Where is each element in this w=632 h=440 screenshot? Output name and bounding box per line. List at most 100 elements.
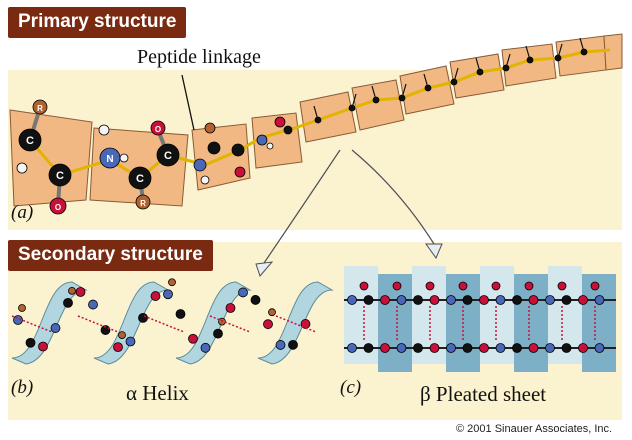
carbon-atom-4 (156, 143, 180, 167)
helix-atom-13 (163, 289, 173, 300)
carbon-atom-5 (207, 141, 221, 155)
nitrogen-atom-3 (256, 134, 268, 146)
sheet-atom-1-5 (413, 295, 423, 305)
sheet-carbonyl-oxygen-6 (524, 281, 534, 291)
nitrogen-atom-2 (193, 158, 207, 172)
r-group-atom-3 (204, 122, 216, 134)
peptide-plane-1 (9, 109, 93, 207)
carbon-atom-3-symbol: C (136, 173, 144, 185)
sheet-atom-2-13 (545, 343, 555, 353)
helix-atom-16 (200, 342, 211, 353)
sheet-atom-2-7 (446, 343, 456, 353)
sheet-atom-2-2 (363, 343, 374, 353)
sheet-atom-1-11 (512, 295, 522, 305)
oxygen-atom-3 (234, 166, 246, 178)
sheet-atom-2-12 (528, 343, 539, 353)
carbon-atom-7 (283, 125, 293, 135)
sheet-atom-1-9 (479, 295, 489, 305)
sheet-atom-2-16 (594, 343, 605, 353)
helix-atom-23 (288, 339, 298, 350)
side-chain-stub-1 (313, 105, 319, 121)
helix-atom-14 (175, 309, 186, 319)
helix-r-group-13 (168, 278, 176, 287)
sheet-atom-1-3 (380, 295, 390, 305)
side-chain-stub-3 (371, 85, 377, 101)
helix-atom-18 (225, 303, 236, 313)
sheet-atom-2-4 (396, 343, 407, 353)
oxygen-atom-2-symbol: O (155, 125, 161, 134)
sheet-atom-1-6 (429, 295, 440, 305)
peptide-plane-6 (351, 79, 405, 131)
sheet-atom-2-8 (462, 343, 473, 353)
sheet-atom-1-7 (446, 295, 456, 305)
sheet-carbonyl-oxygen-1 (359, 281, 369, 291)
secondary-structure-title: Secondary structure (8, 240, 213, 271)
panel-a-label: (a) (11, 202, 34, 223)
arrow-to-sheet-head (425, 243, 443, 260)
helix-atom-3 (38, 341, 48, 352)
helix-atom-2 (25, 337, 36, 348)
r-group-atom-2 (135, 194, 151, 210)
hydrogen-atom-1 (16, 162, 28, 174)
side-chain-stub-10 (557, 43, 563, 59)
helix-atom-21 (263, 319, 273, 330)
oxygen-atom-2 (150, 120, 166, 136)
sheet-atom-2-1 (347, 343, 357, 353)
copyright-notice: © 2001 Sinauer Associates, Inc. (456, 423, 613, 435)
carbon-atom-2-symbol: C (56, 170, 64, 182)
oxygen-atom-1-symbol: O (55, 203, 61, 212)
hydrogen-atom-4 (200, 175, 210, 185)
helix-hydrogen-bond-2 (77, 315, 119, 333)
arrow-to-sheet (351, 149, 435, 245)
helix-hydrogen-bond-4 (209, 315, 251, 333)
sheet-atom-2-11 (512, 343, 522, 353)
sheet-atom-2-9 (479, 343, 489, 353)
beta-pleated-sheet-label: β Pleated sheet (420, 382, 547, 406)
helix-hydrogen-bond-5 (275, 315, 317, 333)
helix-ribbon-turn-1 (11, 281, 88, 365)
sheet-atom-1-8 (462, 295, 473, 305)
r-group-atom-1-symbol: R (37, 104, 43, 113)
sheet-atom-1-15 (578, 295, 588, 305)
helix-r-group-17 (218, 317, 226, 326)
sheet-atom-1-10 (495, 295, 506, 305)
sheet-atom-2-14 (561, 343, 572, 353)
sheet-carbonyl-oxygen-4 (458, 281, 468, 291)
helix-r-group-9 (118, 331, 126, 340)
peptide-plane-11 (603, 33, 623, 71)
peptide-plane-9 (501, 43, 557, 87)
sheet-atom-1-12 (528, 295, 539, 305)
r-group-atom-2-symbol: R (140, 199, 146, 208)
sheet-atom-1-16 (594, 295, 605, 305)
helix-hydrogen-bond-1 (11, 315, 53, 333)
helix-atom-22 (275, 340, 286, 350)
helix-atom-15 (188, 333, 198, 344)
side-chain-stub-8 (505, 53, 511, 69)
sheet-atom-1-14 (561, 295, 572, 305)
sheet-carbonyl-oxygen-8 (590, 281, 600, 291)
carbon-atom-3 (128, 166, 152, 190)
helix-atom-20 (250, 295, 261, 305)
hydrogen-atom-2 (98, 124, 110, 136)
side-chain-stub-6 (453, 67, 459, 83)
helix-atom-10 (125, 336, 136, 347)
sheet-carbonyl-oxygen-3 (425, 281, 435, 291)
sheet-atom-2-15 (578, 343, 588, 353)
panel-b-label: (b) (11, 377, 34, 398)
sheet-pleat-6 (514, 274, 548, 372)
side-chain-stub-9 (525, 45, 531, 61)
alpha-helix-label: α Helix (126, 381, 189, 405)
peptide-plane-8 (449, 53, 505, 99)
r-group-atom-1 (32, 99, 48, 115)
helix-r-group-1 (18, 304, 26, 312)
hydrogen-atom-3 (119, 153, 129, 163)
helix-atom-12 (150, 291, 161, 301)
carbon-atom-6 (231, 143, 245, 157)
arrow-to-helix (261, 149, 341, 267)
side-chain-stub-2 (351, 93, 357, 109)
sheet-atom-1-1 (347, 295, 357, 305)
side-chain-stub-4 (401, 83, 407, 99)
side-chain-stub-5 (423, 73, 429, 89)
helix-r-group-21 (268, 308, 276, 317)
sheet-carbonyl-oxygen-5 (491, 281, 501, 291)
